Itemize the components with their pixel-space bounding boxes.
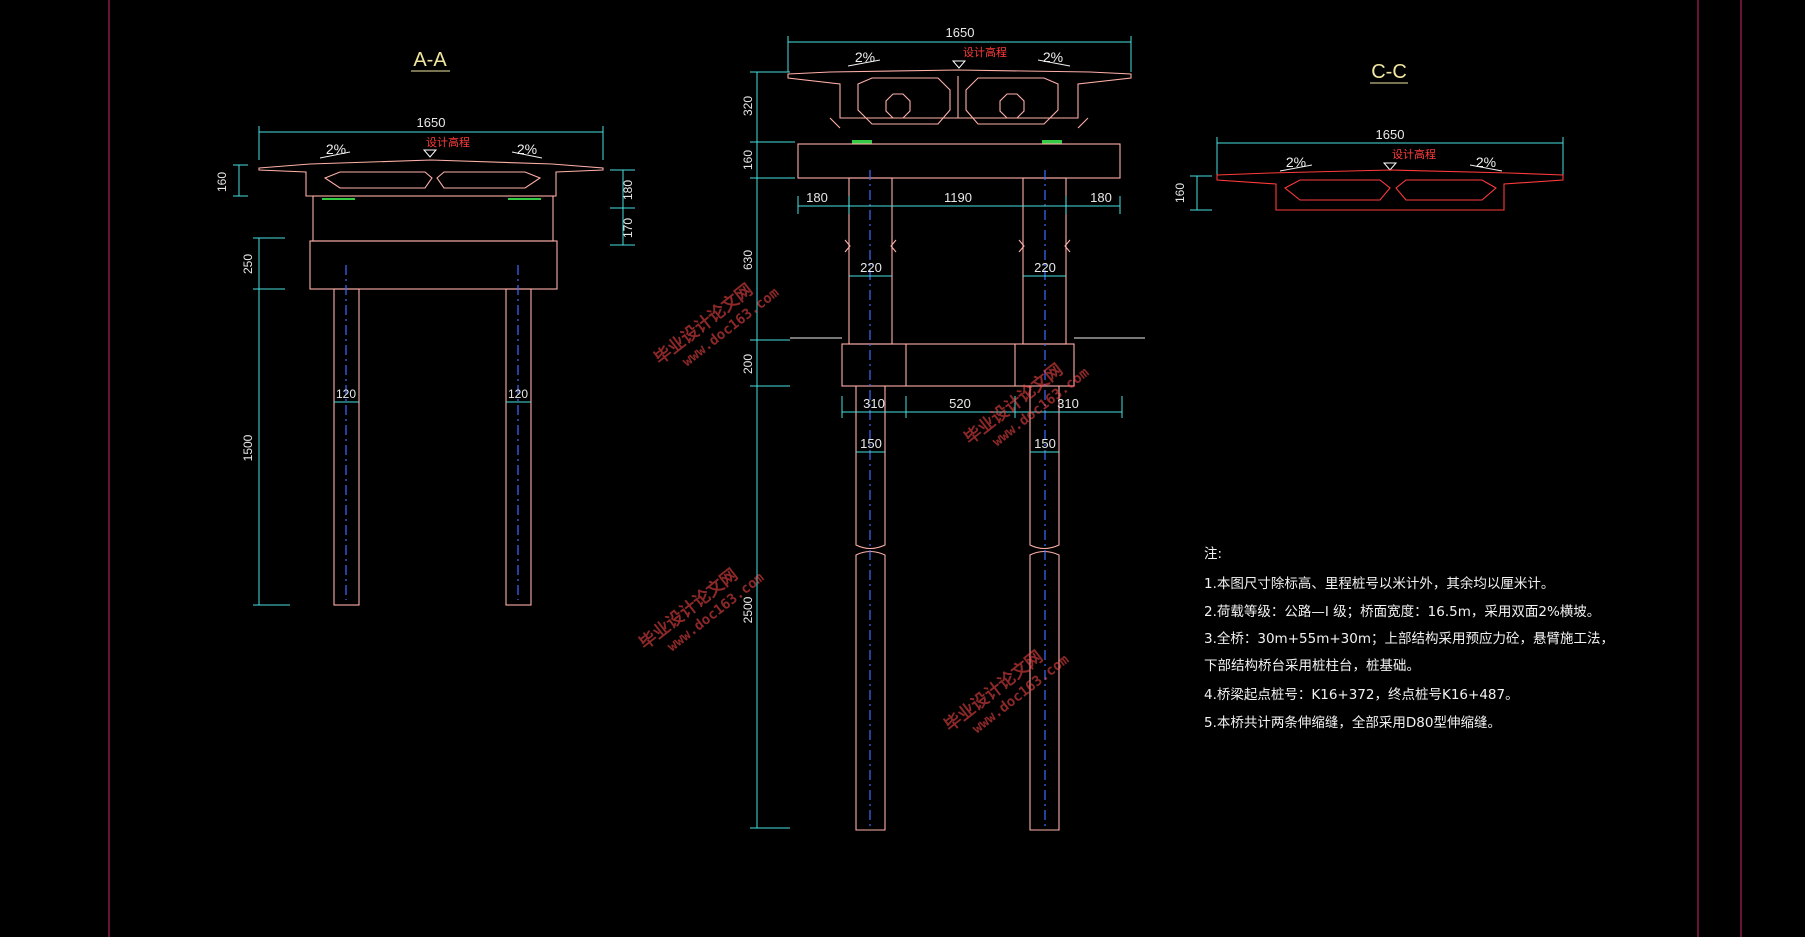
b-cap-mid: 1190	[944, 190, 972, 205]
cc-deck-height: 160	[1173, 183, 1187, 203]
b-foot-mid: 520	[949, 396, 971, 411]
watermark-1: 毕业设计论文网 www.doc163.com	[650, 279, 782, 370]
section-elevation: 1650 2% 2% 设计高程	[741, 25, 1145, 831]
cc-deck	[1216, 169, 1564, 211]
aa-pile-left-width: 120	[336, 387, 356, 401]
b-pile-right-width: 150	[1034, 436, 1056, 451]
note-3-cont: 下部结构桥台采用桩柱台，桩基础。	[1204, 657, 1420, 674]
aa-piles	[333, 288, 532, 606]
b-cap-beam	[797, 143, 1121, 179]
b-design-elevation: 设计高程	[963, 45, 1007, 59]
b-footing-height: 200	[741, 354, 755, 374]
b-girder-height: 320	[741, 96, 755, 116]
b-cap-left: 180	[806, 190, 828, 205]
b-cap-height: 160	[741, 150, 755, 170]
note-1: 1.本图尺寸除标高、里程桩号以米计外，其余均以厘米计。	[1204, 575, 1554, 592]
b-foot-right: 310	[1057, 396, 1079, 411]
aa-right-top: 180	[621, 180, 635, 200]
aa-pile-length: 1500	[241, 434, 255, 461]
b-col-right-width: 220	[1034, 260, 1056, 275]
aa-cap-beam	[309, 195, 558, 290]
aa-slope-right: 2%	[517, 141, 537, 157]
note-3: 3.全桥：30m+55m+30m；上部结构采用预应力砼，悬臂施工法，	[1204, 630, 1614, 647]
cc-slope-right: 2%	[1476, 154, 1496, 170]
b-slope-right: 2%	[1043, 49, 1063, 65]
b-pile-length: 2500	[741, 596, 755, 623]
section-aa-title: A-A	[413, 49, 447, 71]
section-cc-title: C-C	[1371, 61, 1407, 83]
aa-deck	[258, 159, 604, 197]
notes-heading: 注:	[1204, 546, 1222, 562]
aa-slope-left: 2%	[326, 141, 346, 157]
aa-right-bottom: 170	[621, 218, 635, 238]
notes-block: 注: 1.本图尺寸除标高、里程桩号以米计外，其余均以厘米计。 2.荷载等级：公路…	[1204, 546, 1614, 731]
b-width-label: 1650	[946, 25, 975, 40]
aa-design-elevation: 设计高程	[426, 135, 470, 149]
aa-cap-height: 250	[241, 254, 255, 274]
section-cc: C-C 1650 160 2% 2% 设计高程	[1173, 61, 1564, 211]
note-4: 4.桥梁起点桩号：K16+372，终点桩号K16+487。	[1204, 687, 1519, 703]
aa-deck-height: 160	[215, 172, 229, 192]
b-col-height: 630	[741, 250, 755, 270]
b-col-left-width: 220	[860, 260, 882, 275]
b-girders	[787, 69, 1132, 129]
note-2: 2.荷载等级：公路—I 级；桥面宽度：16.5m，采用双面2%横坡。	[1204, 603, 1600, 620]
drawing-border	[108, 0, 1742, 937]
b-pile-left-width: 150	[860, 436, 882, 451]
watermark-4: 毕业设计论文网 www.doc163.com	[940, 646, 1072, 737]
b-footing	[841, 343, 1075, 387]
note-5: 5.本桥共计两条伸缩缝，全部采用D80型伸缩缝。	[1204, 714, 1501, 731]
aa-width-label: 1650	[417, 115, 446, 130]
b-cap-right: 180	[1090, 190, 1112, 205]
b-piles	[855, 386, 1060, 831]
cc-width-label: 1650	[1376, 127, 1405, 142]
cc-design-elevation: 设计高程	[1392, 147, 1436, 161]
section-aa: A-A 1650 2% 2% 设计高程	[215, 49, 635, 606]
b-slope-left: 2%	[855, 49, 875, 65]
aa-pile-right-width: 120	[508, 387, 528, 401]
b-foot-left: 310	[863, 396, 885, 411]
cc-slope-left: 2%	[1286, 154, 1306, 170]
